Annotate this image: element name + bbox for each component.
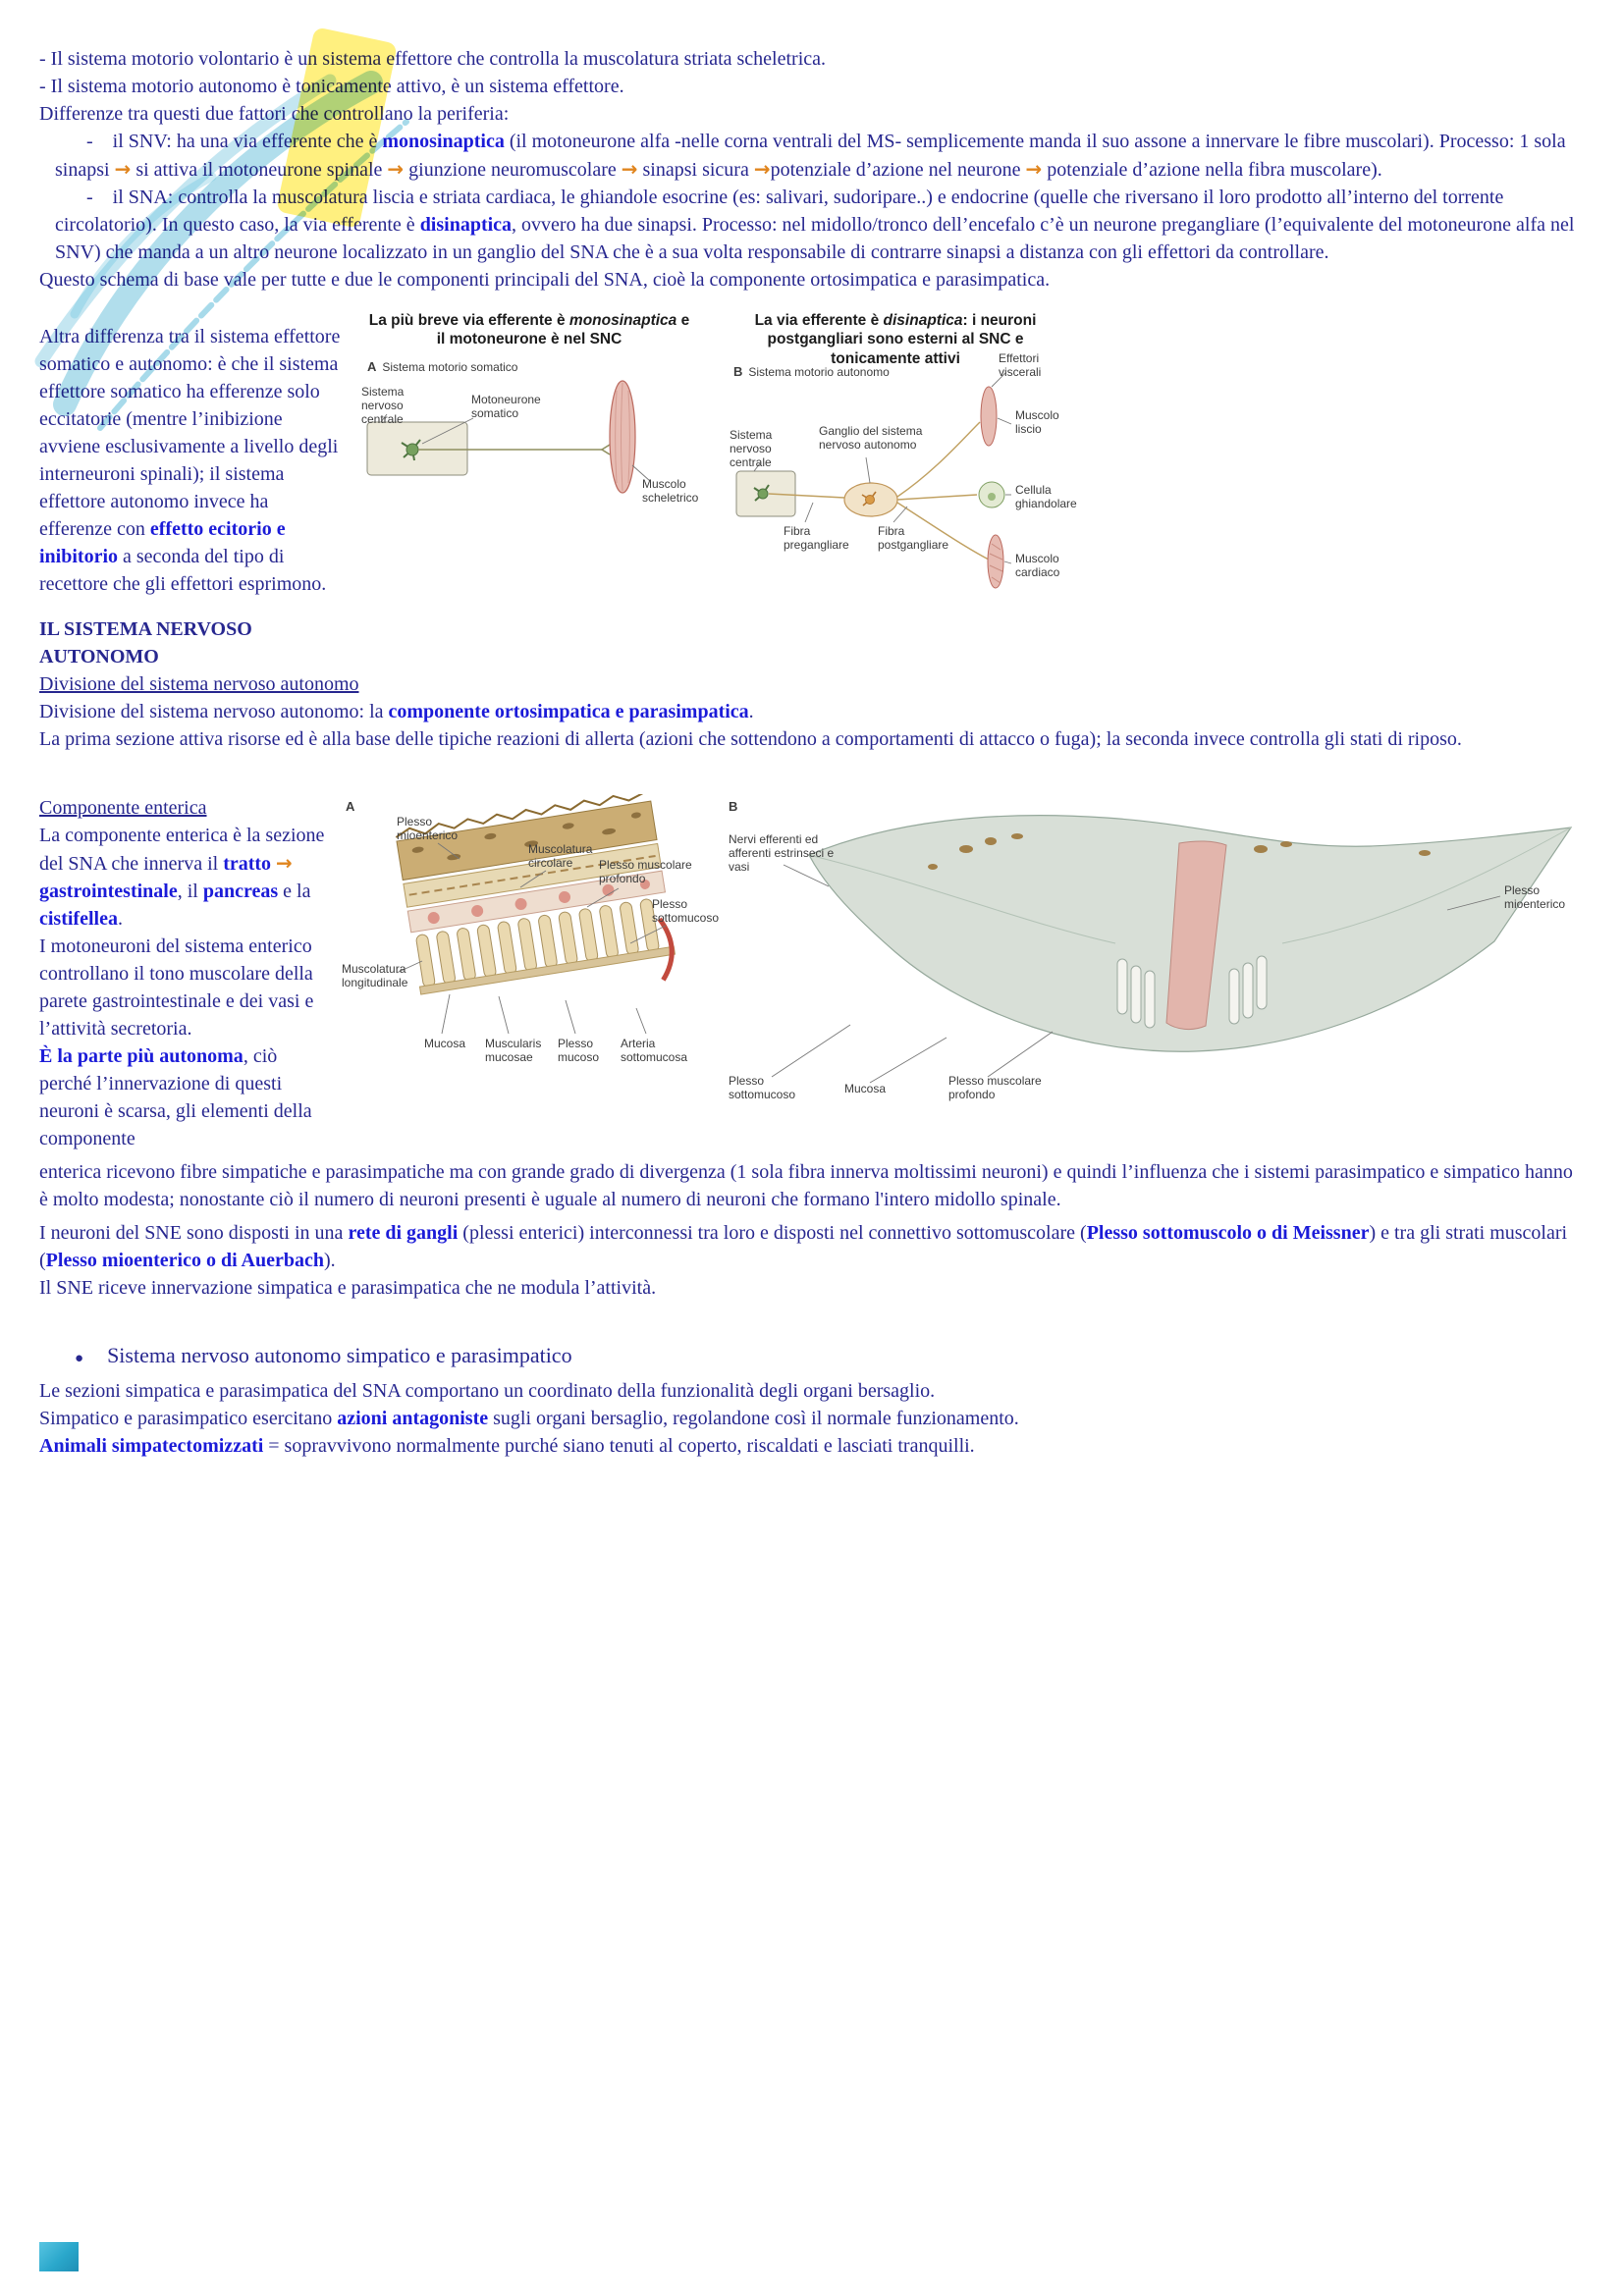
arrow-icon: → [1025, 157, 1043, 181]
keyword-rete-di-gangli: rete di gangli [348, 1222, 459, 1244]
intro-line-3: Differenze tra questi due fattori che co… [39, 103, 510, 125]
row-motor-systems: Altra differenza tra il sistema effettor… [39, 311, 1584, 602]
fig1-label-cns-a: Sistema nervoso centrale [361, 385, 405, 426]
fig2-label-plesso-mioenterico-a: Plesso mioenterico [397, 815, 459, 842]
fig2-drawing [395, 794, 1573, 1084]
fig1-label-muscolo-scheletrico: Muscolo scheletrico [642, 477, 699, 505]
paragraph-snv: -il SNV: ha una via efferente che è mono… [55, 131, 1566, 181]
arrow-icon: → [621, 157, 638, 181]
fig2-label-nervi-efferenti: Nervi efferenti ed afferenti estrinseci … [729, 832, 835, 874]
paragraph-simpatico-1: Le sezioni simpatica e parasimpatica del… [39, 1379, 936, 1402]
heading-sistema-nervoso: IL SISTEMA NERVOSO [39, 618, 252, 640]
paragraph-simpatico-3: Animali simpatectomizzati = sopravvivono… [39, 1434, 975, 1457]
fig1-label-fibra-postgangliare: Fibra postgangliare [878, 524, 949, 552]
fig2-label-plesso-muscolare-profondo-b: Plesso muscolare profondo [948, 1074, 1042, 1101]
paragraph-enterica-2: I motoneuroni del sistema enterico contr… [39, 935, 314, 1040]
paragraph-divisione: Divisione del sistema nervoso autonomo: … [39, 701, 754, 722]
watermark-corner-logo [39, 2242, 79, 2271]
paragraph-enterica-3: È la parte più autonoma, ciò perché l’in… [39, 1045, 312, 1149]
fig2-panel-a-caption: A [346, 799, 355, 814]
fig2-label-plesso-sottomucoso-b: Plesso sottomucoso [729, 1074, 796, 1101]
fig1-header-monosinaptica: La più breve via efferente è monosinapti… [368, 312, 690, 348]
figure-motor-systems: La più breve via efferente è monosinapti… [355, 311, 1082, 602]
bullet-icon: ● [75, 1351, 84, 1366]
list-item-title: Sistema nervoso autonomo simpatico e par… [107, 1343, 572, 1367]
fig1-label-muscolo-liscio: Muscolo liscio [1015, 408, 1059, 436]
side-column-enterica: Componente enterica La componente enteri… [39, 794, 334, 1152]
fig1-drawing [366, 372, 1012, 589]
keyword-disinaptica: disinaptica [419, 214, 513, 236]
keyword-pancreas: pancreas [202, 881, 279, 902]
fig1-label-muscolo-cardiaco: Muscolo cardiaco [1015, 552, 1060, 579]
row-componente-enterica: Componente enterica La componente enteri… [39, 794, 1584, 1152]
intro-line-1: - Il sistema motorio volontario è un sis… [39, 48, 827, 70]
paragraph-simpatico-2: Simpatico e parasimpatico esercitano azi… [39, 1407, 1019, 1429]
arrow-icon: → [276, 851, 293, 875]
intro-line-2: - Il sistema motorio autonomo è tonicame… [39, 76, 624, 97]
paragraph-sna: -il SNA: controlla la muscolatura liscia… [55, 187, 1575, 263]
keyword-plesso-meissner: Plesso sottomuscolo o di Meissner [1086, 1222, 1370, 1244]
heading-componente-enterica: Componente enterica [39, 797, 207, 819]
fig1-label-fibra-pregangliare: Fibra pregangliare [784, 524, 849, 552]
fig2-label-muscularis-mucosae: Muscularis mucosae [485, 1037, 542, 1064]
keyword-cistifellea: cistifellea [39, 908, 118, 930]
fig1-header-disinaptica: La via efferente è disinaptica: i neuron… [754, 312, 1037, 367]
paragraph-sne: I neuroni del SNE sono disposti in una r… [39, 1222, 1568, 1271]
keyword-gastrointestinale: gastrointestinale [39, 881, 178, 902]
keyword-tratto: tratto [223, 853, 272, 875]
paragraph-sne-2: Il SNE riceve innervazione simpatica e p… [39, 1277, 657, 1299]
paragraph-enterica-4: enterica ricevono fibre simpatiche e par… [39, 1161, 1573, 1210]
fig2-label-muscolatura-circolare: Muscolatura circolare [528, 842, 593, 870]
list-item-simpatico-parasimpatico: ● Sistema nervoso autonomo simpatico e p… [39, 1341, 1584, 1371]
heading-autonomo: AUTONOMO [39, 646, 159, 667]
fig2-label-plesso-mucoso: Plesso mucoso [558, 1037, 600, 1064]
fig2-label-mucosa-a: Mucosa [424, 1037, 466, 1050]
fig1-label-ganglio: Ganglio del sistema nervoso autonomo [819, 424, 923, 452]
arrow-icon: → [753, 157, 771, 181]
keyword-componente-ortosimpatica: componente ortosimpatica e parasimpatica [388, 701, 749, 722]
side-paragraph-effettori: Altra differenza tra il sistema effettor… [39, 326, 341, 595]
keyword-monosinaptica: monosinaptica [382, 131, 505, 152]
figure-plessi-enterici: A Plesso mioenterico Muscolatura circola… [340, 794, 1596, 1120]
fig2-label-mucosa-b: Mucosa [844, 1082, 887, 1095]
keyword-parte-autonoma: È la parte più autonoma [39, 1045, 243, 1067]
fig2-label-plesso-muscolare-profondo-a: Plesso muscolare profondo [599, 858, 692, 885]
heading-divisione: Divisione del sistema nervoso autonomo [39, 673, 359, 695]
fig2-panel-b-caption: B [729, 799, 738, 814]
fig1-label-cellula-ghiandolare: Cellula ghiandolare [1015, 483, 1077, 510]
keyword-effetto-ecitorio: effetto ecitorio e inibitorio [39, 518, 286, 567]
fig2-label-plesso-sottomucoso-a: Plesso sottomucoso [652, 897, 720, 925]
fig2-label-arteria-sottomucosa: Arteria sottomucosa [621, 1037, 688, 1064]
arrow-icon: → [114, 157, 132, 181]
keyword-plesso-auerbach: Plesso mioenterico o di Auerbach [45, 1250, 324, 1271]
fig1-label-motoneurone: Motoneurone somatico [471, 393, 541, 420]
keyword-animali-simpatectomizzati: Animali simpatectomizzati [39, 1434, 264, 1457]
fig1-label-effettori-viscerali: Effettori viscerali [999, 351, 1042, 379]
fig2-label-plesso-mioenterico-b: Plesso mioenterico [1504, 883, 1566, 911]
arrow-icon: → [387, 157, 405, 181]
paragraph-sezioni: La prima sezione attiva risorse ed è all… [39, 728, 1462, 750]
paragraph-enterica-1: La componente enterica è la sezione del … [39, 825, 325, 930]
paragraph-schema: Questo schema di base vale per tutte e d… [39, 269, 1051, 291]
fig2-label-muscolatura-longitudinale: Muscolatura longitudinale [342, 962, 408, 989]
fig1-label-cns-b: Sistema nervoso centrale [730, 428, 773, 469]
keyword-azioni-antagoniste: azioni antagoniste [337, 1407, 489, 1429]
